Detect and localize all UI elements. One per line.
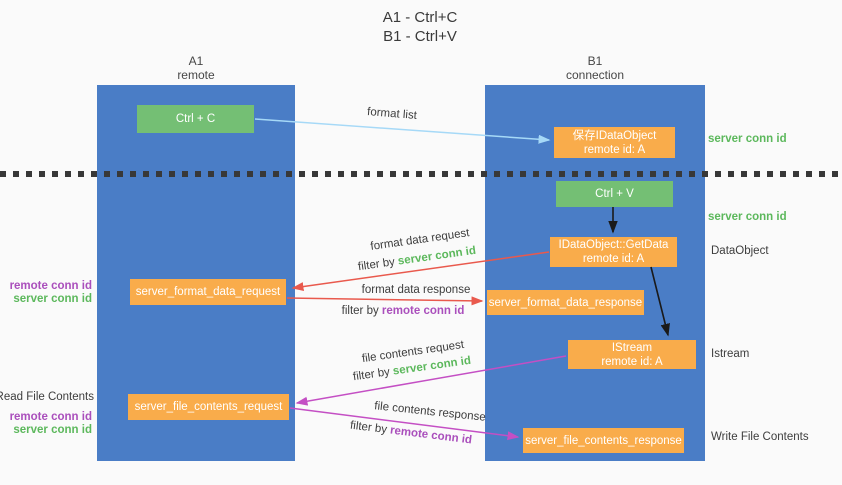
node-ctrl-c-label: Ctrl + C — [175, 113, 216, 125]
dotted-separator — [0, 171, 842, 177]
node-ctrl-c: Ctrl + C — [137, 105, 254, 133]
server-conn-id-inline: server conn id — [397, 244, 477, 268]
node-ctrl-v: Ctrl + V — [556, 181, 673, 207]
node-idataobject-getdata: IDataObject::GetData remote id: A — [550, 237, 677, 267]
filter-by-text: filter by — [341, 305, 382, 317]
filter-by-text: filter by — [352, 365, 394, 384]
remote-conn-id-inline: remote conn id — [381, 305, 465, 317]
node-getdata-line1: IDataObject::GetData — [558, 239, 669, 251]
lane-b1-role: connection — [565, 68, 625, 82]
node-istream: IStream remote id: A — [568, 340, 696, 369]
server-conn-id-label-mid: server conn id — [708, 211, 787, 223]
node-server-format-data-response: server_format_data_response — [487, 290, 644, 315]
remote-conn-id-label-1: remote conn id — [9, 280, 92, 292]
server-conn-id-label-1: server conn id — [13, 293, 92, 305]
lane-header-a1: A1 remote — [97, 54, 295, 82]
format-response-filter-label: filter by remote conn id — [342, 305, 465, 317]
file-response-filter-label: filter by remote conn id — [349, 420, 472, 447]
title-line-2: B1 - Ctrl+V — [383, 28, 457, 45]
node-istream-line1: IStream — [611, 341, 653, 354]
node-ctrl-v-label: Ctrl + V — [595, 188, 634, 200]
lane-a1-name: A1 — [188, 54, 204, 68]
node-save-idataobject-line2: remote id: A — [583, 143, 646, 156]
filter-by-text: filter by — [349, 419, 391, 437]
node-format-response-label: server_format_data_response — [488, 296, 643, 309]
format-list-label: format list — [366, 106, 418, 122]
node-file-request-label: server_file_contents_request — [134, 401, 283, 413]
node-save-idataobject-line1: 保存IDataObject — [572, 129, 657, 142]
node-server-format-data-request: server_format_data_request — [130, 279, 286, 305]
lane-a1-role: remote — [177, 68, 215, 82]
node-save-idataobject: 保存IDataObject remote id: A — [554, 127, 675, 158]
write-file-contents-label: Write File Contents — [711, 431, 809, 443]
istream-side-label: Istream — [711, 348, 750, 360]
read-file-contents-label: Read File Contents — [0, 391, 94, 403]
remote-conn-id-label-2: remote conn id — [9, 411, 92, 423]
node-istream-line2: remote id: A — [601, 355, 663, 368]
lane-b1-name: B1 — [587, 54, 603, 68]
node-server-file-contents-request: server_file_contents_request — [128, 394, 289, 420]
title-line-1: A1 - Ctrl+C — [382, 9, 458, 26]
diagram-title: A1 - Ctrl+C B1 - Ctrl+V — [300, 8, 540, 46]
node-server-file-contents-response: server_file_contents_response — [523, 428, 684, 453]
node-file-response-label: server_file_contents_response — [525, 434, 682, 447]
format-data-response-label: format data response — [361, 284, 471, 296]
server-conn-id-label-2: server conn id — [13, 424, 92, 436]
lane-header-b1: B1 connection — [485, 54, 705, 82]
format-data-response-arrow — [286, 296, 484, 306]
remote-conn-id-inline: remote conn id — [389, 424, 473, 447]
dataobject-label: DataObject — [711, 245, 769, 257]
node-format-request-label: server_format_data_request — [135, 286, 281, 298]
file-contents-response-label: file contents response — [373, 400, 487, 424]
node-getdata-line2: remote id: A — [582, 253, 645, 265]
server-conn-id-label-top: server conn id — [708, 133, 787, 145]
filter-by-text: filter by — [357, 255, 399, 274]
